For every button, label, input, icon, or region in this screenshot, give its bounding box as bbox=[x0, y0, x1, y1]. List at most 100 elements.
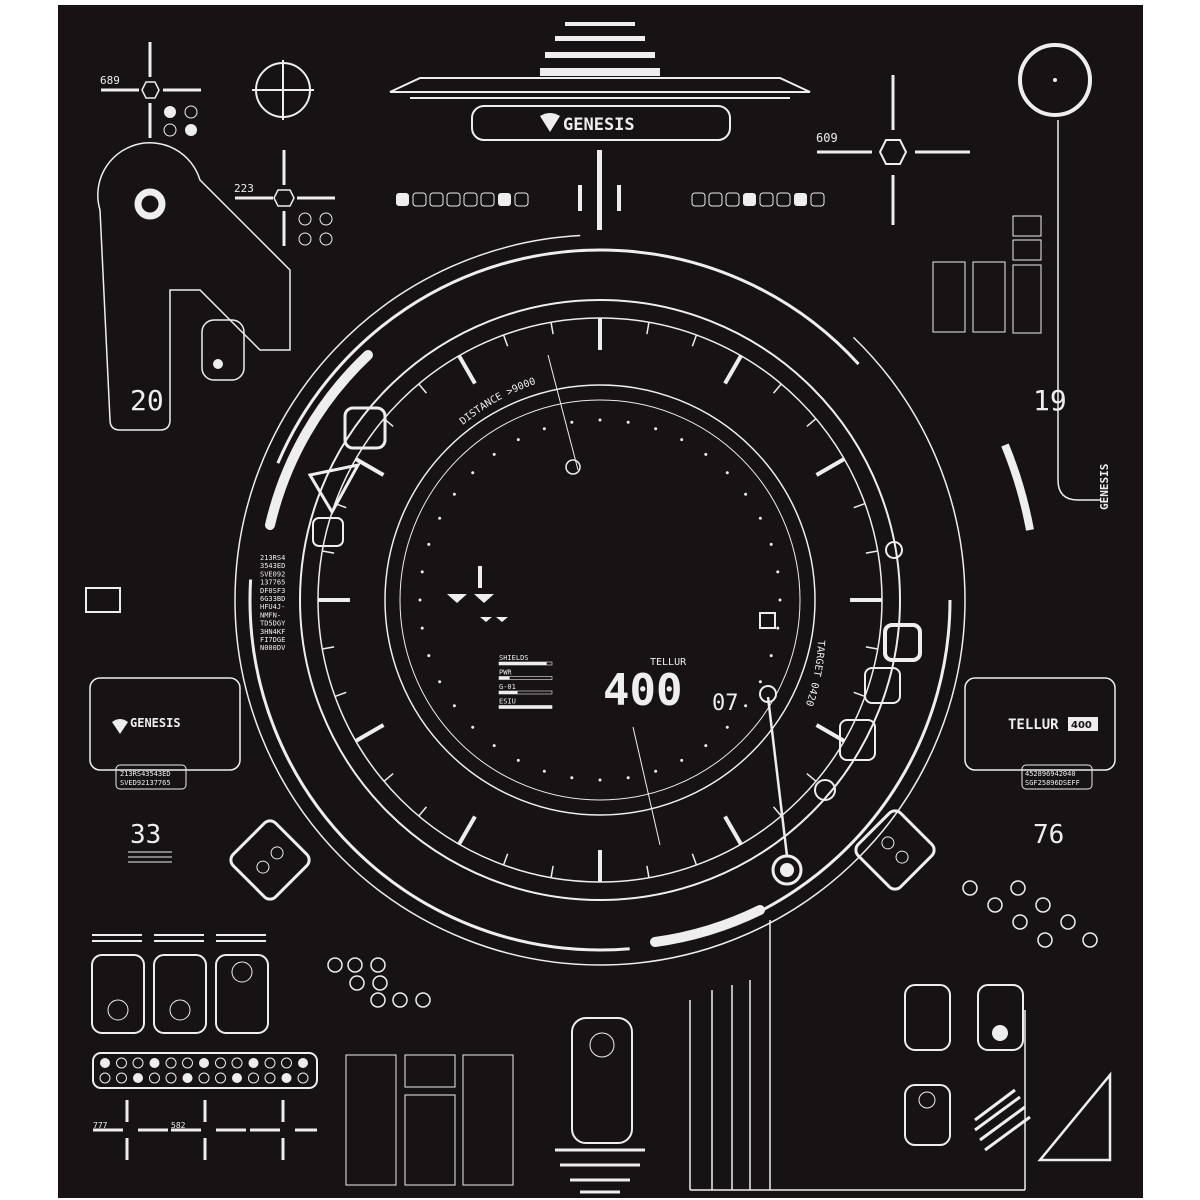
indicator-dot bbox=[199, 1058, 209, 1068]
ring-tick bbox=[334, 691, 347, 698]
code-text-block: 213RS43543EDSVE092137765DF0SF36G33BDHFU4… bbox=[260, 554, 286, 652]
code-line: 213RS4 bbox=[260, 554, 285, 562]
indicator-pill bbox=[463, 192, 478, 207]
ring-tick bbox=[865, 646, 878, 650]
genesis-vertical-logo: GENESIS bbox=[1098, 464, 1111, 510]
ring-tick bbox=[853, 502, 866, 509]
bottom-right-modules bbox=[904, 984, 1112, 1162]
ring-tick bbox=[322, 550, 335, 554]
ring-dot bbox=[654, 427, 658, 431]
top-emblem bbox=[389, 22, 811, 99]
readout-value: 400 bbox=[603, 665, 682, 716]
triangle-button bbox=[372, 975, 388, 991]
bar-fill bbox=[499, 691, 518, 694]
equalizer-right bbox=[932, 215, 1042, 334]
ring-dot bbox=[758, 680, 762, 684]
equalizer-bottom bbox=[345, 1054, 514, 1186]
ring-dot bbox=[776, 626, 780, 630]
indicator-dot bbox=[298, 1058, 308, 1068]
triangle-button bbox=[327, 957, 343, 973]
indicator-pill bbox=[776, 192, 791, 207]
svg-text:452896942040: 452896942040 bbox=[1025, 770, 1076, 778]
ring-dot bbox=[427, 542, 431, 546]
indicator-dot bbox=[232, 1073, 242, 1083]
ring-tick bbox=[457, 815, 477, 846]
ring-tick bbox=[691, 334, 698, 347]
indicator-dot bbox=[132, 1057, 144, 1069]
readout-title: TELLUR bbox=[650, 657, 687, 668]
indicator-pill bbox=[743, 193, 756, 206]
bar-label: PWR bbox=[499, 669, 512, 677]
ring-tick bbox=[418, 383, 428, 394]
ring-dot bbox=[598, 778, 602, 782]
ring-tick bbox=[806, 772, 817, 782]
indicator-dot bbox=[165, 1057, 177, 1069]
number-33: 33 bbox=[128, 820, 172, 863]
ring-dot bbox=[471, 725, 475, 729]
indicator-dot bbox=[116, 1057, 127, 1069]
ring-dot bbox=[654, 769, 658, 773]
indicator-dot bbox=[116, 1072, 127, 1084]
ring-dot bbox=[438, 516, 442, 520]
genesis-logo-top: GENESIS bbox=[471, 105, 731, 141]
ring-tick bbox=[691, 853, 698, 866]
ring-dot bbox=[438, 680, 442, 684]
ring-dot bbox=[418, 598, 422, 602]
svg-text:582: 582 bbox=[171, 1121, 186, 1130]
ring-dot bbox=[420, 626, 424, 630]
ring-tick bbox=[418, 806, 428, 817]
ring-dot bbox=[516, 758, 520, 762]
ring-dot bbox=[680, 758, 684, 762]
indicator-dot bbox=[165, 1072, 177, 1084]
logo-text: GENESIS bbox=[563, 115, 635, 135]
ring-dot bbox=[427, 654, 431, 658]
indicator-dot bbox=[248, 1058, 259, 1068]
readout-sub: 07 bbox=[712, 691, 739, 716]
code-line: SVE092 bbox=[260, 570, 285, 578]
ring-dot bbox=[725, 471, 729, 475]
indicator-pill bbox=[446, 192, 461, 207]
indicator-pills-right bbox=[691, 192, 825, 207]
indicator-dot bbox=[100, 1058, 110, 1068]
ring-dot bbox=[452, 492, 456, 496]
ring-dot bbox=[420, 570, 424, 574]
svg-text:GENESIS: GENESIS bbox=[130, 716, 181, 730]
bottom-left-modules: 777 582 bbox=[91, 934, 318, 1160]
arrow-markers bbox=[447, 566, 508, 622]
svg-text:20: 20 bbox=[130, 384, 164, 417]
right-side-panel: TELLUR 400 452896942040 SGF25896DSEFF bbox=[964, 677, 1116, 790]
ring-dot bbox=[758, 516, 762, 520]
svg-text:609: 609 bbox=[816, 131, 838, 145]
ring-tick bbox=[550, 322, 554, 335]
svg-text:689: 689 bbox=[100, 74, 120, 87]
ring-dot bbox=[516, 438, 520, 442]
ring-tick bbox=[865, 550, 878, 554]
ring-dot bbox=[598, 418, 602, 422]
number-76: 76 bbox=[1033, 820, 1064, 850]
indicator-dot bbox=[149, 1058, 160, 1068]
triangle-button bbox=[987, 897, 1003, 913]
indicator-dot bbox=[281, 1073, 292, 1083]
indicator-pill bbox=[691, 192, 706, 207]
indicator-dot bbox=[281, 1057, 292, 1069]
ring-tick bbox=[853, 691, 866, 698]
ring-dot bbox=[626, 776, 630, 780]
ring-tick bbox=[723, 354, 743, 385]
indicator-dot bbox=[215, 1057, 226, 1069]
ring-tick bbox=[646, 865, 650, 878]
ring-tick bbox=[550, 865, 554, 878]
ring-tick bbox=[815, 457, 846, 477]
ring-dot bbox=[492, 452, 496, 456]
ring-dot bbox=[776, 570, 780, 574]
svg-text:223: 223 bbox=[234, 182, 254, 195]
ring-dot bbox=[704, 452, 708, 456]
indicator-pill bbox=[759, 192, 774, 207]
ring-tick bbox=[354, 457, 385, 477]
indicator-pill bbox=[480, 192, 495, 207]
ring-dot bbox=[744, 492, 748, 496]
triangle-button bbox=[347, 957, 363, 973]
triangle-button bbox=[1082, 932, 1098, 948]
radar-dial-icon bbox=[1018, 43, 1100, 501]
bottom-center-module bbox=[555, 920, 1026, 1194]
bar-label: G-01 bbox=[499, 683, 516, 691]
